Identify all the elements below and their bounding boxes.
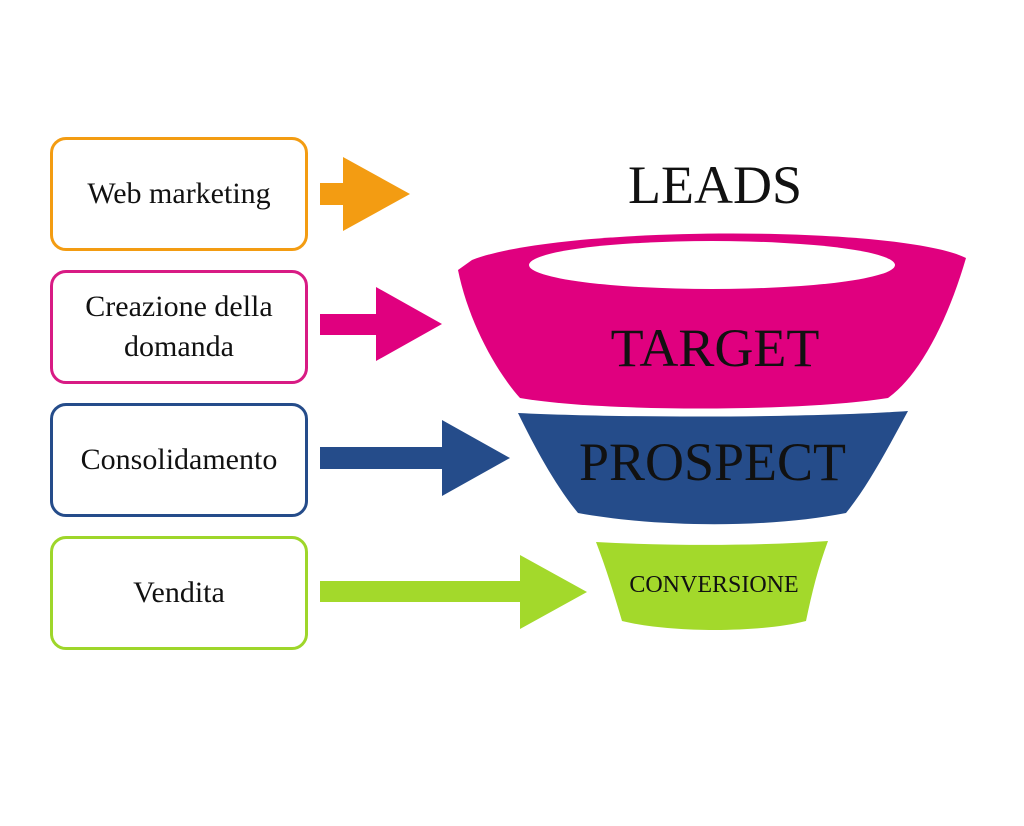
- conversione-label: CONVERSIONE: [629, 572, 799, 598]
- target-label: TARGET: [610, 318, 820, 378]
- arrow-web-marketing: [320, 157, 410, 231]
- step-label-vendita: Vendita: [133, 576, 225, 609]
- prospect-label: PROSPECT: [578, 432, 847, 492]
- funnel-prospect-section: [518, 411, 908, 525]
- leads-label: LEADS: [628, 155, 802, 215]
- step-box-consolidamento: Consolidamento: [50, 403, 308, 517]
- step-label-creazione-della-domanda: Creazione della domanda: [85, 290, 273, 363]
- step-box-vendita: Vendita: [50, 536, 308, 650]
- funnel-opening: [529, 241, 895, 289]
- arrow-creazione-della-domanda: [320, 287, 442, 361]
- step-box-web-marketing: Web marketing: [50, 137, 308, 251]
- arrow-vendita: [320, 555, 587, 629]
- arrow-consolidamento: [320, 420, 510, 496]
- step-box-creazione-della-domanda: Creazione della domanda: [50, 270, 308, 384]
- step-label-consolidamento: Consolidamento: [80, 443, 278, 476]
- step-label-web-marketing: Web marketing: [87, 177, 271, 210]
- funnel-conversione-section: [596, 541, 828, 630]
